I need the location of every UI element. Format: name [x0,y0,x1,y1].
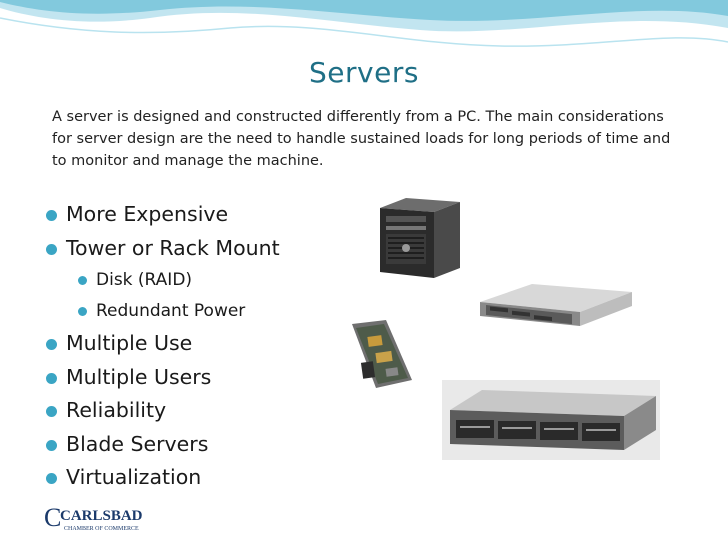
bullet-disk-raid: Disk (RAID) [44,265,280,296]
bullet-dot-icon [46,243,57,255]
bullet-blade-servers: Blade Servers [44,428,280,462]
bullet-multiple-use: Multiple Use [44,327,280,361]
slide-title: Servers [309,56,419,89]
blade-chassis-image [442,380,660,460]
bullet-reliability: Reliability [44,394,280,428]
bullet-dot-icon [78,276,87,285]
bullet-tower-rack: Tower or Rack Mount [44,232,280,266]
svg-text:C: C [44,503,61,532]
rack-server-image [480,284,632,326]
bullet-dot-icon [46,372,57,384]
svg-text:CARLSBAD: CARLSBAD [60,508,143,524]
bullet-dot-icon [46,473,57,484]
bullet-multiple-users: Multiple Users [44,361,280,395]
svg-text:CHAMBER OF COMMERCE: CHAMBER OF COMMERCE [64,526,139,532]
bullet-dot-icon [46,439,57,451]
bullet-dot-icon [46,210,57,221]
bullet-dot-icon [46,339,57,350]
bullet-dot-icon [78,307,87,316]
tower-server-image [380,198,460,278]
intro-paragraph: A server is designed and constructed dif… [52,109,671,169]
bullet-more-expensive: More Expensive [44,198,280,232]
bullet-dot-icon [46,406,57,417]
blade-server-image [352,320,412,388]
header-wave-decoration [0,0,728,47]
bullet-list: More Expensive Tower or Rack Mount Disk … [44,198,280,495]
bullet-redundant-power: Redundant Power [44,296,280,327]
bullet-virtualization: Virtualization [44,461,280,495]
carlsbad-chamber-logo: C CARLSBAD CHAMBER OF COMMERCE [44,503,143,532]
